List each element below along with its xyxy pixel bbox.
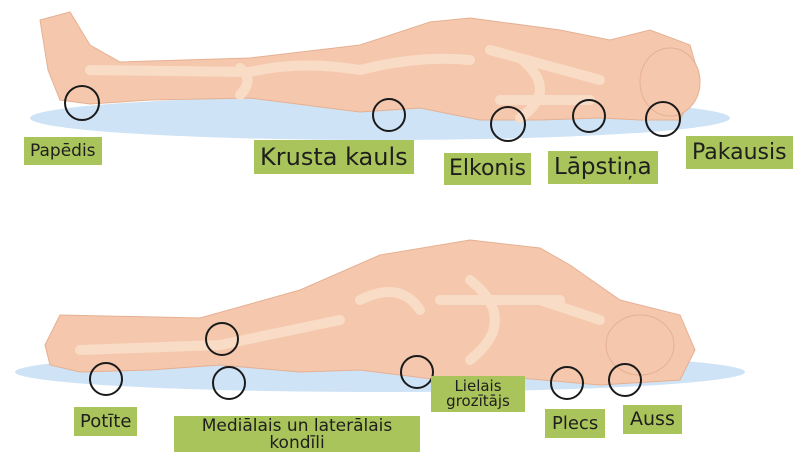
label-sacrum: Krusta kauls	[254, 140, 414, 174]
lateral-body	[45, 240, 695, 385]
label-heel: Papēdis	[24, 137, 102, 165]
label-trochanter: Lielais grozītājs	[431, 376, 525, 412]
label-shoulder: Plecs	[545, 409, 605, 438]
lateral-figure	[15, 240, 745, 399]
label-ear: Auss	[623, 405, 682, 434]
label-scapula: Lāpstiņa	[548, 151, 658, 184]
supine-head	[640, 48, 700, 116]
label-elbow: Elkonis	[444, 153, 531, 185]
label-occiput: Pakausis	[686, 136, 793, 169]
label-condyles: Mediālais un laterālais kondīli	[174, 416, 420, 452]
supine-figure	[30, 12, 730, 141]
label-ankle: Potīte	[74, 407, 137, 436]
